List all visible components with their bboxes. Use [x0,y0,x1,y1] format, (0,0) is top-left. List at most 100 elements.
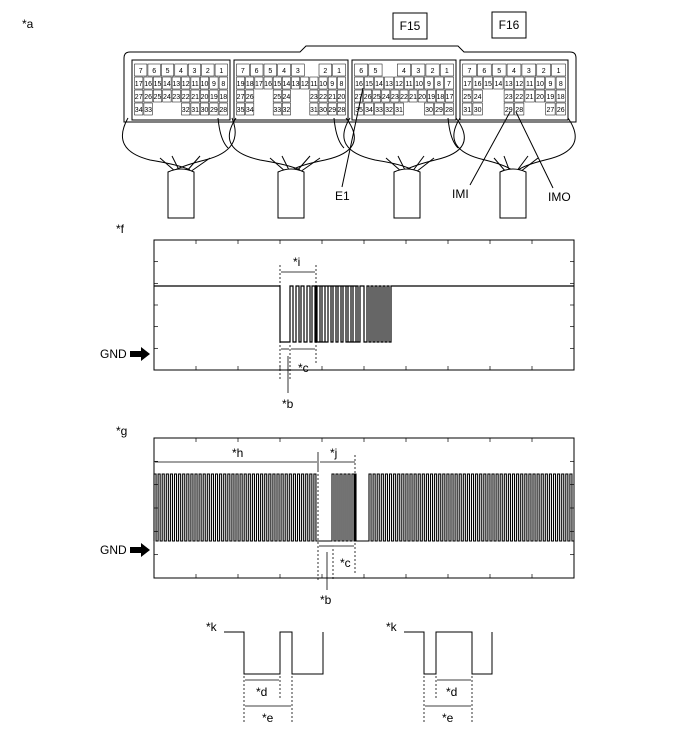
pin-cell [408,89,418,103]
detail-k-left-dimensions [243,676,293,722]
pin-cell [218,102,228,116]
pin-cell [134,63,148,77]
pin-cell [364,76,374,90]
pin-number: 20 [536,94,544,101]
pin-cell [181,102,191,116]
pin-cell [171,76,181,90]
label-c-f: *c [298,361,309,375]
pin-number: 28 [338,107,346,114]
pin-number: 1 [445,68,449,75]
label-b-g: *b [320,593,332,607]
pin-cell [472,102,483,116]
pin-cell [200,89,209,103]
pin-number: 17 [135,81,143,88]
pin-cell [277,63,291,77]
pin-number: 32 [283,107,291,114]
label-e-left: *e [262,711,274,725]
pin-number: 6 [482,68,486,75]
pin-number: 35 [355,107,363,114]
pin-cell [536,63,551,77]
pin-number: 23 [505,94,513,101]
pin-number: 2 [431,68,435,75]
pin-number: 18 [557,94,565,101]
pin-number: 8 [437,81,441,88]
label-h: *h [232,446,243,460]
pin-cell [300,76,310,90]
pin-cell [174,63,188,77]
pin-number: 31 [463,107,471,114]
label-a: *a [22,17,34,31]
pin-number: 22 [319,94,327,101]
pin-number: 4 [282,68,286,75]
pin-cell [245,89,255,103]
pin-cell [503,76,514,90]
pin-number: 9 [548,81,552,88]
pin-number: 22 [515,94,523,101]
pin-number: 20 [338,94,346,101]
pin-number: 3 [192,68,196,75]
pin-number: 35 [237,107,245,114]
label-d-left: *d [256,685,267,699]
pin-number: 15 [365,81,373,88]
pin-cell [201,63,215,77]
pin-cell [503,89,514,103]
pin-number: 29 [435,107,443,114]
pin-number: 6 [359,68,363,75]
pin-cell [364,102,374,116]
pin-number: 18 [436,94,444,101]
pin-cell [462,76,473,90]
pin-cell [445,89,454,103]
pin-cell [272,102,282,116]
pin-cell [236,63,250,77]
pin-cell [171,89,181,103]
pin-number: 25 [463,94,471,101]
pin-number: 13 [385,81,393,88]
pin-cell [134,76,144,90]
pin-number: 25 [154,94,162,101]
pin-cell [472,89,483,103]
waveform-g-dimensions [155,452,356,590]
pin-number: 6 [255,68,259,75]
pin-number: 10 [536,81,544,88]
pin-number: 12 [395,81,403,88]
pin-number: 15 [484,81,492,88]
pin-cell [462,89,473,103]
pin-cell [404,76,414,90]
pin-cell [272,89,282,103]
pin-number: 1 [557,68,561,75]
waveform-f-dimensions [279,265,317,393]
pin-number: 2 [323,68,327,75]
pin-number: 34 [135,107,143,114]
pin-cell [414,76,424,90]
pin-number: 11 [526,81,533,88]
pin-number: 31 [310,107,318,114]
pin-number: 5 [497,68,501,75]
pin-cell [521,63,537,77]
pin-cell [374,102,384,116]
pin-number: 31 [395,107,403,114]
pin-number: 7 [139,68,143,75]
pin-cell [200,76,209,90]
pin-number: 31 [191,107,199,114]
pin-number: 7 [467,68,471,75]
pin-number: 4 [179,68,183,75]
pin-number: 7 [447,81,451,88]
pin-cell [384,102,394,116]
pin-number: 26 [144,94,152,101]
pin-cell [439,63,454,77]
pin-number: 10 [201,81,209,88]
pin-cell [309,76,319,90]
gnd-marker-g: GND [100,543,150,557]
pin-number: 32 [182,107,190,114]
pin-number: 27 [135,94,143,101]
waveform-f-ticks [154,240,574,370]
pin-cell [245,102,255,116]
pin-number: 12 [515,81,523,88]
pin-cell [434,76,444,90]
label-f: *f [116,222,125,236]
pin-number: 2 [206,68,210,75]
pin-cell [535,89,545,103]
detail-k-right-dimensions [423,676,473,722]
